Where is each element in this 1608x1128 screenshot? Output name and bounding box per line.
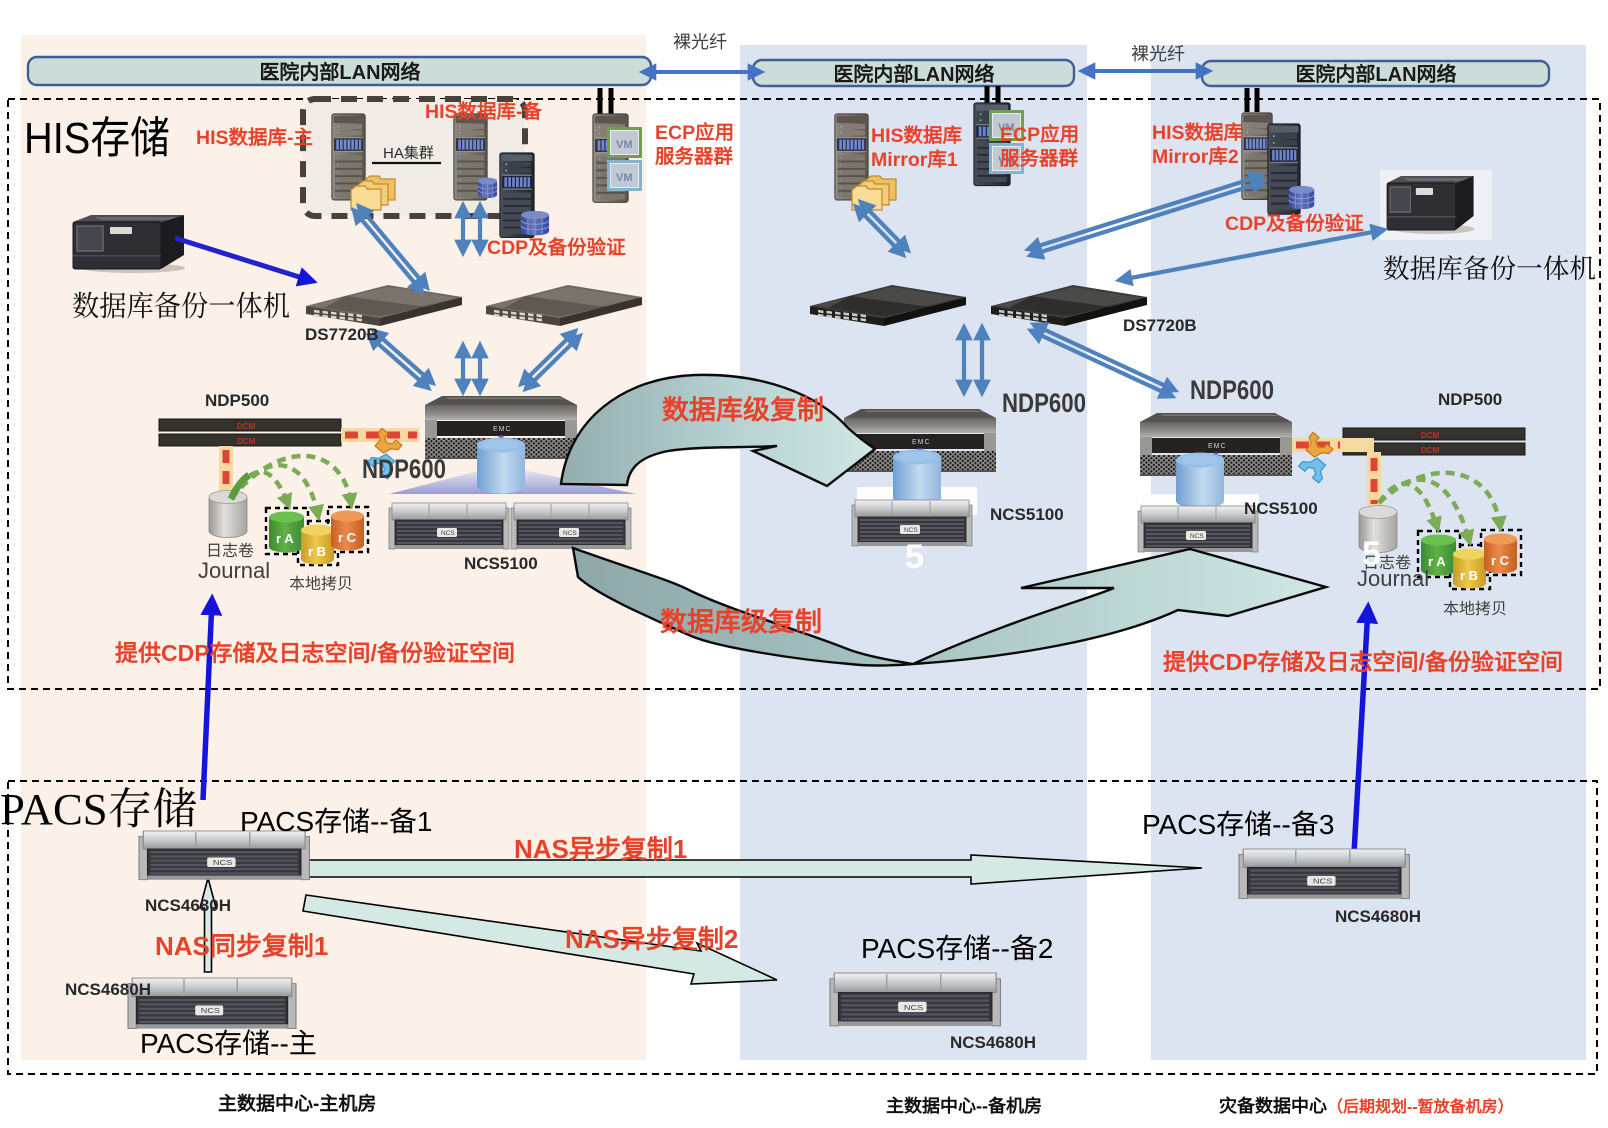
svg-text:PACS存储--备2: PACS存储--备2 <box>861 933 1053 964</box>
svg-text:DCM: DCM <box>1421 446 1440 455</box>
svg-text:ECP应用: ECP应用 <box>1000 124 1079 146</box>
svg-text:r A: r A <box>1428 554 1446 569</box>
svg-text:5: 5 <box>905 538 924 576</box>
svg-text:CDP及备份验证: CDP及备份验证 <box>1225 213 1364 235</box>
svg-text:服务器群: 服务器群 <box>655 146 734 168</box>
svg-text:r B: r B <box>308 544 326 559</box>
svg-text:DCM: DCM <box>237 422 256 431</box>
svg-text:医院内部LAN网络: 医院内部LAN网络 <box>1295 63 1456 86</box>
svg-text:HA集群: HA集群 <box>383 145 434 162</box>
svg-text:PACS存储--备1: PACS存储--备1 <box>240 806 432 837</box>
svg-text:数据库级复制: 数据库级复制 <box>660 607 822 637</box>
svg-text:数据库备份一体机: 数据库备份一体机 <box>1383 254 1596 284</box>
svg-text:DS7720B: DS7720B <box>1123 316 1197 335</box>
svg-text:DS7720B: DS7720B <box>305 325 379 344</box>
svg-text:医院内部LAN网络: 医院内部LAN网络 <box>259 61 420 84</box>
svg-text:PACS存储--主: PACS存储--主 <box>140 1028 317 1059</box>
svg-text:NCS5100: NCS5100 <box>464 554 538 573</box>
svg-text:5: 5 <box>1362 535 1381 573</box>
svg-text:DCM: DCM <box>237 437 256 446</box>
svg-text:NAS异步复制1: NAS异步复制1 <box>514 834 687 864</box>
svg-text:数据库备份一体机: 数据库备份一体机 <box>72 291 290 323</box>
svg-text:NCS4680H: NCS4680H <box>1335 907 1421 926</box>
svg-text:提供CDP存储及日志空间/备份验证空间: 提供CDP存储及日志空间/备份验证空间 <box>115 640 515 666</box>
svg-text:HIS数据库: HIS数据库 <box>1152 122 1243 144</box>
svg-text:NAS同步复制1: NAS同步复制1 <box>155 931 328 961</box>
svg-text:HIS数据库-主: HIS数据库-主 <box>196 127 313 149</box>
svg-text:医院内部LAN网络: 医院内部LAN网络 <box>833 63 994 86</box>
svg-text:主数据中心-主机房: 主数据中心-主机房 <box>218 1093 376 1115</box>
svg-text:本地拷贝: 本地拷贝 <box>1443 600 1507 618</box>
svg-text:r C: r C <box>1491 553 1510 568</box>
svg-text:服务器群: 服务器群 <box>1000 148 1079 170</box>
svg-text:HIS存储: HIS存储 <box>24 114 170 163</box>
svg-text:HIS数据库-备: HIS数据库-备 <box>425 101 543 123</box>
svg-text:HIS数据库: HIS数据库 <box>871 125 962 147</box>
svg-text:NAS异步复制2: NAS异步复制2 <box>565 924 738 954</box>
svg-text:裸光纤: 裸光纤 <box>1131 44 1185 64</box>
svg-text:PACS存储: PACS存储 <box>0 785 197 834</box>
svg-text:NCS5100: NCS5100 <box>1244 499 1318 518</box>
svg-text:NDP600: NDP600 <box>1002 388 1086 418</box>
svg-text:r C: r C <box>338 530 357 545</box>
svg-text:Journal: Journal <box>1357 566 1429 591</box>
svg-text:NDP500: NDP500 <box>1438 390 1502 409</box>
svg-text:主数据中心--备机房: 主数据中心--备机房 <box>886 1096 1042 1116</box>
svg-text:裸光纤: 裸光纤 <box>673 32 727 52</box>
svg-text:日志卷: 日志卷 <box>206 542 254 560</box>
svg-text:NCS4680H: NCS4680H <box>145 896 231 915</box>
svg-text:Mirror库1: Mirror库1 <box>871 149 958 171</box>
svg-text:ECP应用: ECP应用 <box>655 122 734 144</box>
svg-text:数据库级复制: 数据库级复制 <box>662 395 824 425</box>
svg-text:NDP500: NDP500 <box>205 391 269 410</box>
svg-text:NCS4680H: NCS4680H <box>65 980 151 999</box>
svg-text:NCS5100: NCS5100 <box>990 505 1064 524</box>
svg-text:r B: r B <box>1460 568 1478 583</box>
svg-text:DCM: DCM <box>1421 431 1440 440</box>
svg-text:提供CDP存储及日志空间/备份验证空间: 提供CDP存储及日志空间/备份验证空间 <box>1163 649 1563 675</box>
svg-text:Journal: Journal <box>198 558 270 583</box>
svg-text:NDP600: NDP600 <box>362 454 446 484</box>
svg-text:日志卷: 日志卷 <box>1363 554 1411 572</box>
svg-text:CDP及备份验证: CDP及备份验证 <box>487 237 626 259</box>
svg-text:NDP600: NDP600 <box>1190 375 1274 405</box>
svg-text:NCS4680H: NCS4680H <box>950 1033 1036 1052</box>
svg-text:本地拷贝: 本地拷贝 <box>289 575 353 593</box>
svg-text:灾备数据中心（后期规划--暂放备机房）: 灾备数据中心（后期规划--暂放备机房） <box>1219 1096 1514 1116</box>
svg-text:Mirror库2: Mirror库2 <box>1152 146 1239 168</box>
svg-text:PACS存储--备3: PACS存储--备3 <box>1142 809 1334 840</box>
svg-text:r A: r A <box>276 531 294 546</box>
